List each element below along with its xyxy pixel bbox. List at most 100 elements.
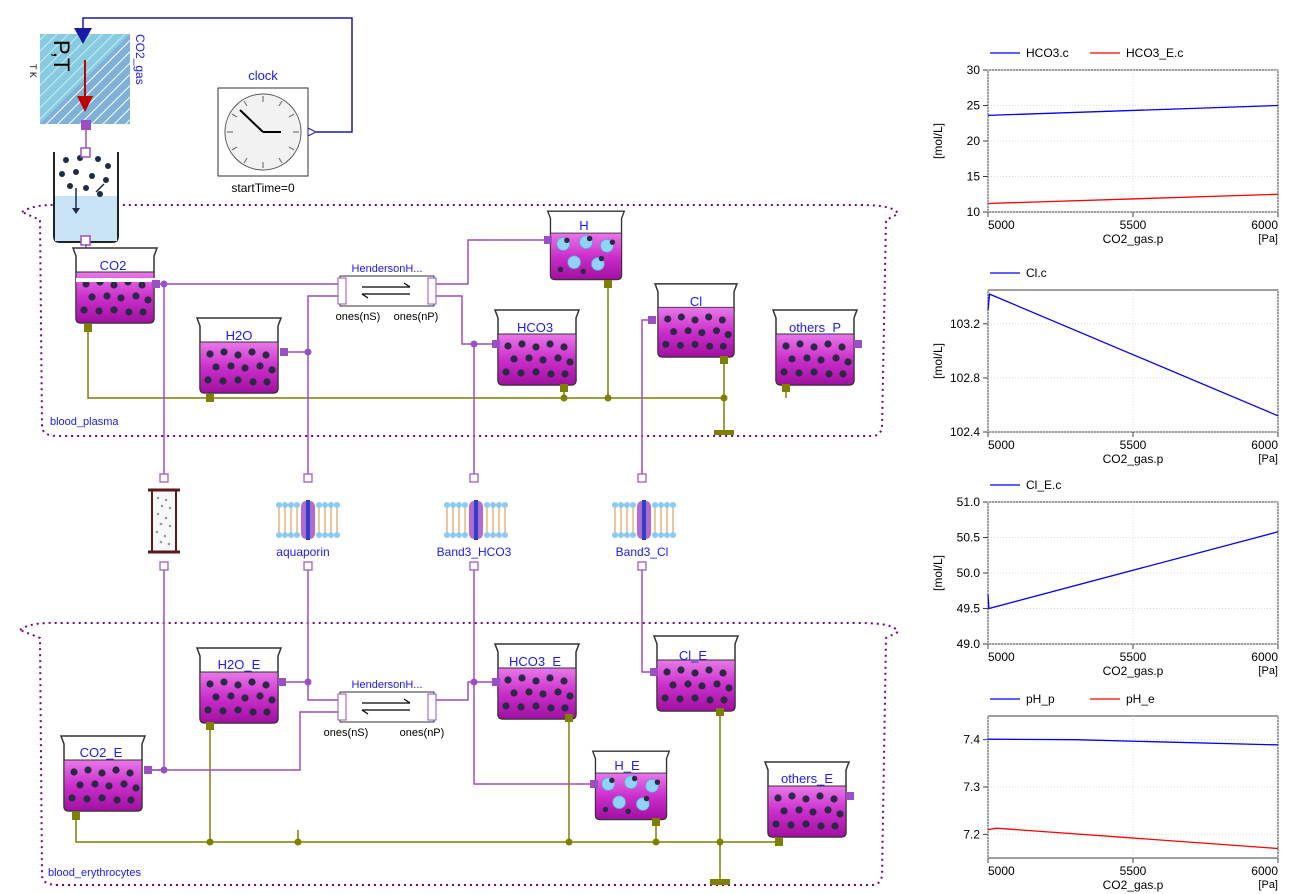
substance-label: HCO3 (517, 320, 553, 335)
reaction-right-port: ones(nP) (394, 311, 439, 323)
reaction-name: HendersonH... (352, 679, 423, 691)
y-tick-label: 50.5 (957, 531, 981, 545)
x-tick-label: 5000 (988, 864, 1015, 878)
substance-others-e[interactable]: others_E (764, 761, 854, 846)
y-tick-label: 7.2 (963, 827, 980, 841)
membrane-band3-cl[interactable]: Band3_Cl (611, 473, 677, 571)
membrane-band3-hco3[interactable]: Band3_HCO3 (437, 473, 512, 571)
gas-symbol: P,T (49, 40, 74, 71)
clock-name: clock (248, 68, 278, 83)
substance-h2o-e[interactable]: H2O_E (196, 647, 286, 730)
y-axis-label: [mol/L] (931, 123, 945, 159)
x-axis-label: CO2_gas.p (1103, 664, 1164, 678)
y-tick-label: 7.4 (963, 733, 980, 747)
clock-start-time: startTime=0 (231, 181, 295, 195)
reaction-plasma[interactable]: HendersonH... ones(nS) ones(nP) (336, 263, 439, 323)
wire-nodes (160, 280, 478, 774)
legend-label: HCO3.c (1026, 46, 1069, 60)
ground-wires (75, 284, 787, 880)
gas-port[interactable] (81, 120, 91, 130)
y-tick-label: 102.4 (950, 425, 980, 439)
substance-h2o[interactable]: H2O (196, 317, 288, 402)
ground-nodes (206, 394, 734, 885)
y-tick-label: 30 (967, 63, 981, 77)
substance-label: H (579, 218, 588, 233)
substance-label: CO2_E (80, 745, 123, 760)
legend-label: pH_p (1026, 692, 1055, 706)
y-tick-label: 49.5 (957, 602, 981, 616)
membrane-label: Band3_HCO3 (437, 545, 512, 559)
substance-co2-e[interactable]: CO2_E (60, 735, 152, 820)
x-tick-label: 5500 (1120, 650, 1147, 664)
x-tick-label: 6000 (1251, 438, 1278, 452)
substance-label: Cl_E (679, 648, 708, 663)
substance-cl[interactable]: Cl (648, 283, 738, 364)
pressure-input-arrowhead (74, 28, 92, 44)
substance-label: Cl (690, 294, 702, 309)
y-tick-label: 102.8 (950, 371, 980, 385)
substance-h[interactable]: H (544, 210, 625, 288)
substance-cl-e[interactable]: Cl_E (650, 635, 739, 716)
series-line-HCO3.c (987, 104, 1279, 117)
x-tick-label: 6000 (1251, 218, 1278, 232)
substance-label: HCO3_E (509, 654, 561, 669)
compartment-erythrocytes-outline (18, 621, 900, 886)
series-line-pH_p (987, 738, 1279, 746)
substance-label: H_E (614, 758, 640, 773)
x-axis-label: CO2_gas.p (1103, 452, 1164, 466)
plasma-label: blood_plasma (50, 416, 119, 428)
substance-co2[interactable]: CO2 (72, 247, 160, 332)
substance-hco3[interactable]: HCO3 (492, 309, 580, 392)
y-tick-label: 51.0 (957, 495, 981, 509)
clock-block[interactable]: clock startTime=0 (217, 68, 318, 195)
reaction-right-port: ones(nP) (400, 727, 445, 739)
x-tick-label: 5500 (1120, 864, 1147, 878)
y-tick-label: 25 (967, 99, 981, 113)
y-axis-label: [mol/L] (931, 555, 945, 591)
series-line-Cl_E.c (987, 531, 1279, 610)
gas-flow-arrowhead (77, 96, 93, 112)
x-axis-unit: [Pa] (1258, 879, 1278, 891)
y-tick-label: 10 (967, 205, 981, 219)
gas-solubility[interactable] (53, 147, 119, 246)
substance-wires (85, 130, 654, 785)
substance-label: others_E (781, 771, 833, 786)
substance-others-p[interactable]: others_P (772, 309, 862, 392)
reaction-name: HendersonH... (352, 263, 423, 275)
y-tick-label: 103.2 (950, 317, 980, 331)
y-axis-label: [mol/L] (931, 343, 945, 379)
legend-label: Cl_E.c (1026, 478, 1061, 492)
x-tick-label: 6000 (1251, 864, 1278, 878)
substance-label: CO2 (100, 258, 127, 273)
substance-hco3-e[interactable]: HCO3_E (492, 643, 580, 722)
co2-membrane-diffusion[interactable] (148, 473, 180, 571)
y-tick-label: 20 (967, 134, 981, 148)
membrane-aquaporin[interactable]: aquaporin (275, 473, 341, 571)
y-tick-label: 15 (967, 170, 981, 184)
x-axis-label: CO2_gas.p (1103, 232, 1164, 246)
erythrocytes-label: blood_erythrocytes (48, 867, 141, 879)
x-tick-label: 5000 (988, 650, 1015, 664)
reaction-left-port: ones(nS) (324, 727, 369, 739)
legend-label: pH_e (1126, 692, 1155, 706)
reaction-erythrocytes[interactable]: HendersonH... ones(nS) ones(nP) (324, 679, 445, 739)
x-axis-label: CO2_gas.p (1103, 878, 1164, 892)
series-line-pH_e (987, 827, 1279, 850)
x-axis-unit: [Pa] (1258, 665, 1278, 677)
reaction-left-port: ones(nS) (336, 311, 381, 323)
series-line-HCO3_E.c (987, 193, 1279, 205)
x-axis-unit: [Pa] (1258, 453, 1278, 465)
x-tick-label: 5500 (1120, 438, 1147, 452)
membrane-label: Band3_Cl (616, 545, 669, 559)
legend-label: Cl.c (1026, 266, 1047, 280)
substance-h-e[interactable]: H_E (590, 750, 670, 826)
y-tick-label: 7.3 (963, 780, 980, 794)
y-tick-label: 50.0 (957, 566, 981, 580)
gas-unit-label: T K (28, 64, 38, 78)
co2-gas-source[interactable]: P,T T K CO2_gas (28, 34, 147, 130)
x-tick-label: 6000 (1251, 650, 1278, 664)
legend-label: HCO3_E.c (1126, 46, 1183, 60)
